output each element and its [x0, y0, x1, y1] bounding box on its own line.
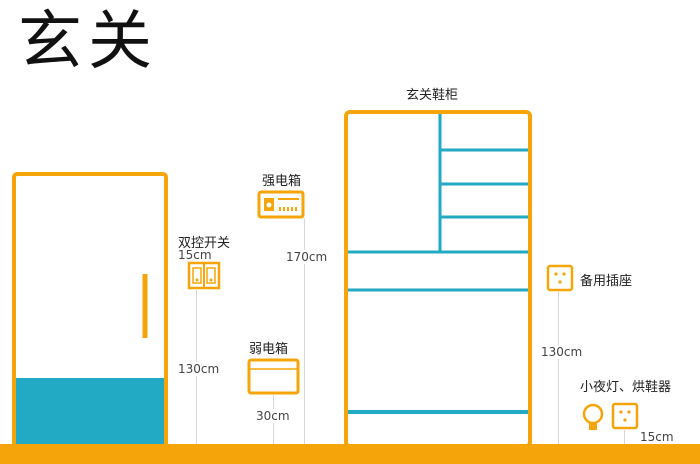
switch-height-dimension: 130cm [178, 362, 220, 376]
double-switch-icon [187, 261, 221, 290]
floor-bar [0, 444, 700, 464]
weak-height-dimension: 30cm [256, 409, 290, 423]
socket-icon [546, 264, 574, 292]
strong-height-dimension: 170cm [286, 250, 328, 264]
weak-box-label: 弱电箱 [249, 342, 289, 357]
night-height-line [624, 430, 625, 444]
night-height-dimension: 15cm [640, 430, 674, 444]
page-title: 玄关 [18, 5, 158, 79]
weak-box-icon [247, 358, 300, 395]
switch-gap-dimension: 15cm [178, 248, 212, 262]
switch-label: 双控开关 [178, 236, 231, 251]
night-light-label: 小夜灯、烘鞋器 [580, 380, 672, 395]
shoe-cabinet-label: 玄关鞋柜 [406, 88, 459, 103]
night-socket-icon [611, 402, 639, 430]
lightbulb-icon [582, 403, 604, 430]
door [12, 172, 168, 448]
socket-height-line [558, 292, 559, 444]
strong-box-icon [257, 190, 305, 219]
shoe-cabinet [344, 110, 532, 448]
strong-height-line [304, 218, 305, 444]
socket-label: 备用插座 [580, 274, 633, 289]
strong-box-label: 强电箱 [262, 174, 302, 189]
socket-height-dimension: 130cm [541, 345, 583, 359]
